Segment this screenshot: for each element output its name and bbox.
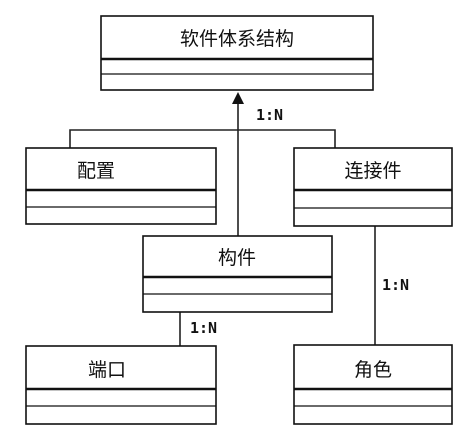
class-port-name: 端口	[88, 359, 126, 381]
class-role-name: 角色	[354, 359, 392, 381]
class-configuration-name: 配置	[77, 160, 115, 182]
multiplicity-connector-role: 1:N	[382, 276, 409, 294]
class-configuration: 配置	[25, 147, 217, 225]
class-connector: 连接件	[293, 147, 453, 227]
multiplicity-component-port: 1:N	[190, 319, 217, 337]
class-port: 端口	[25, 345, 217, 425]
class-architecture-name: 软件体系结构	[180, 28, 294, 50]
arrow-head-icon	[232, 92, 244, 104]
class-architecture: 软件体系结构	[100, 15, 374, 91]
multiplicity-architecture: 1:N	[256, 106, 283, 124]
connections	[69, 92, 376, 346]
generalization-branch-line	[69, 129, 336, 148]
class-component: 构件	[142, 235, 333, 313]
class-role: 角色	[293, 344, 453, 425]
class-connector-name: 连接件	[344, 160, 401, 182]
class-component-name: 构件	[218, 247, 256, 269]
